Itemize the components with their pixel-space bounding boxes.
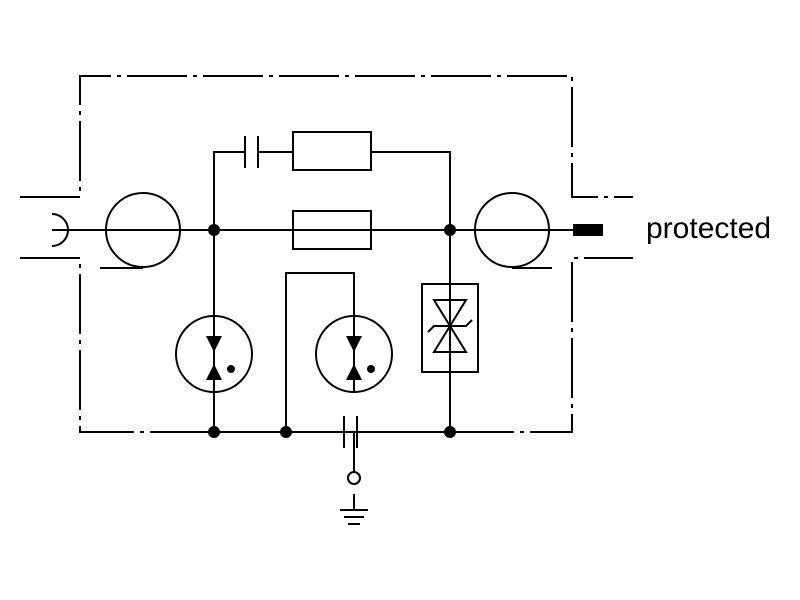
gas-discharge-tube-middle [285,272,393,432]
junction-dot [444,426,456,438]
junction-dot [444,224,456,236]
input-choke [100,192,181,269]
junction-dots [208,224,456,438]
series-resistor [292,210,372,250]
protected-label: protected [646,212,771,245]
junction-dot [280,426,292,438]
output-choke [474,192,552,269]
junction-dot [208,426,220,438]
gas-discharge-tube-left [175,230,253,432]
ground-icon [340,494,368,525]
ground-rail [214,416,450,485]
upper-rc-branch [213,131,451,230]
output-connector-pin [573,224,603,236]
junction-dot [208,224,220,236]
tvs-diode [421,230,479,432]
